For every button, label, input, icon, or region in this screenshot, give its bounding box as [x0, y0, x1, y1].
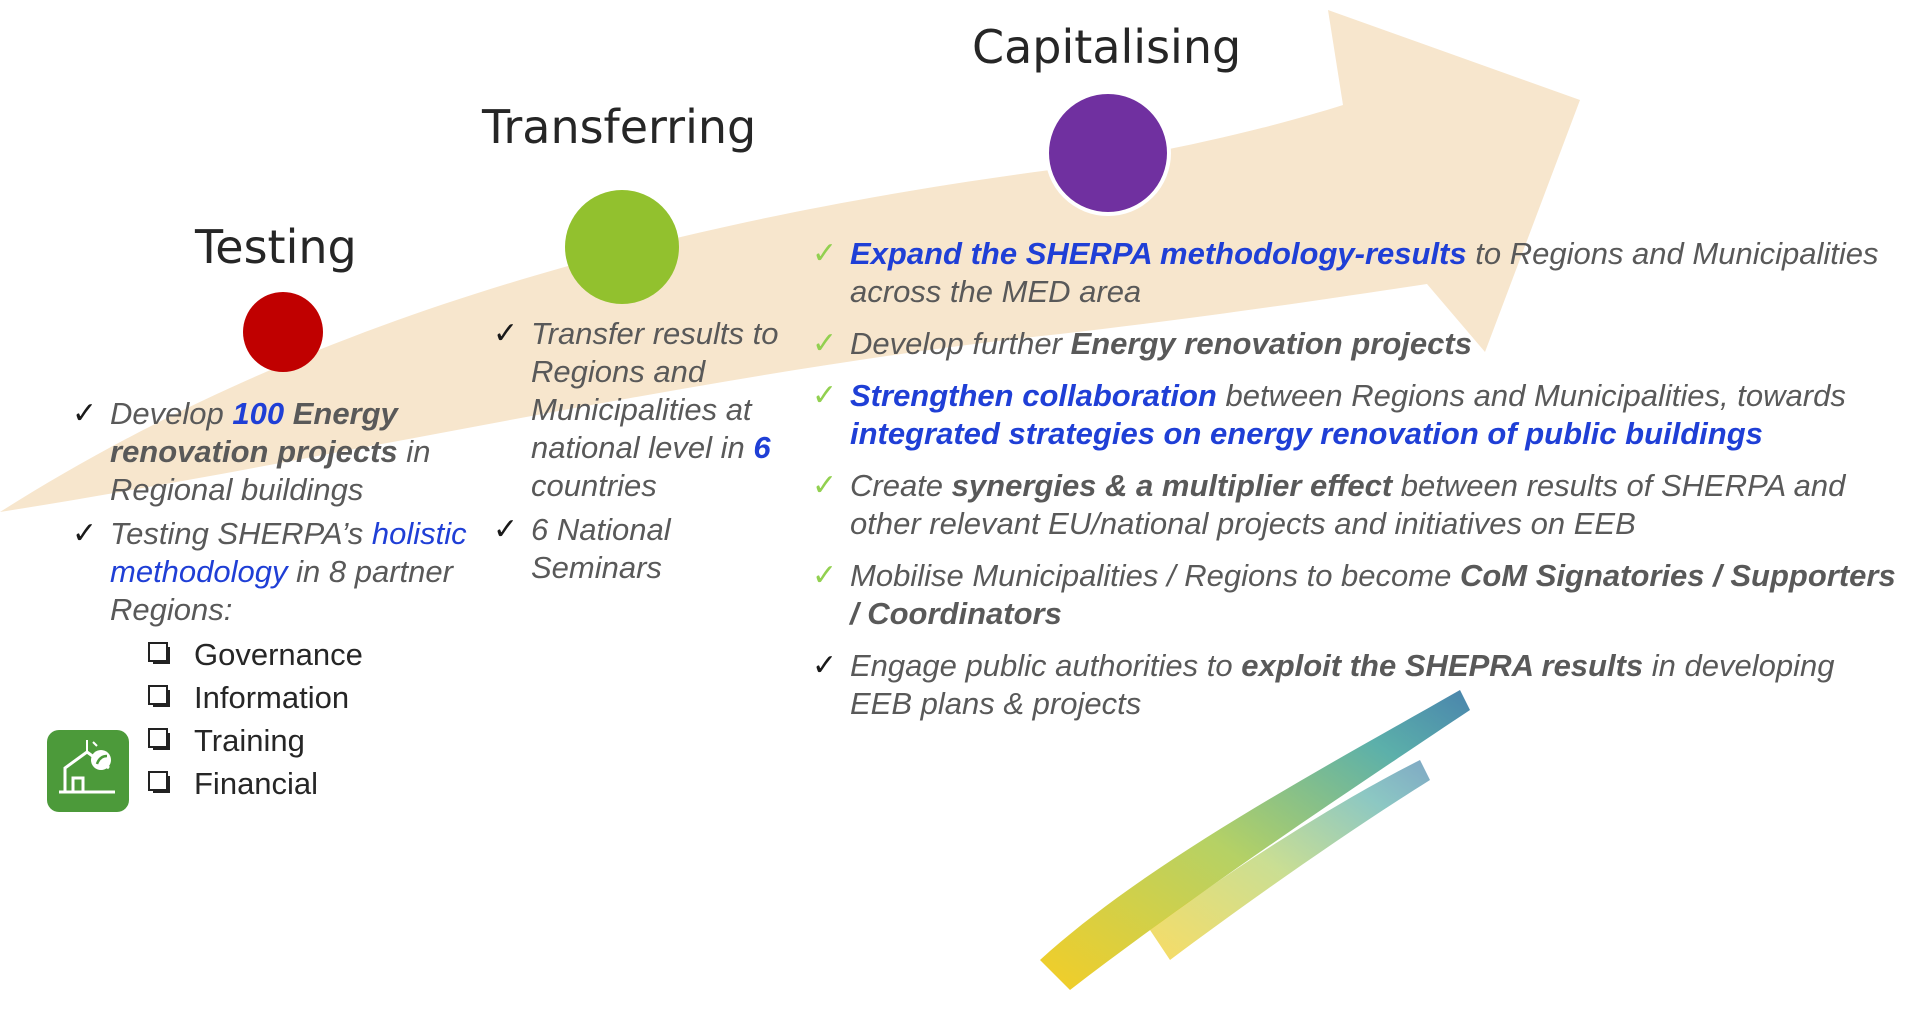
- check-icon: ✓: [812, 327, 838, 360]
- checkbox-icon: [148, 771, 170, 793]
- check-icon: ✓: [72, 397, 98, 430]
- transferring-item-1: ✓ Transfer results to Regions and Munici…: [493, 316, 779, 503]
- check-icon: ✓: [493, 513, 519, 546]
- testing-item-1: ✓ Develop 100 Energy renovation projects…: [72, 396, 431, 507]
- capitalising-list: ✓ Expand the SHERPA methodology-results …: [812, 235, 1902, 723]
- sub-item-governance: Governance: [148, 633, 492, 676]
- check-icon: ✓: [493, 317, 519, 350]
- stage-title-transferring: Transferring: [482, 100, 757, 154]
- capitalising-item-1: ✓ Expand the SHERPA methodology-results …: [812, 236, 1879, 309]
- check-icon: ✓: [812, 379, 838, 412]
- building-leaf-logo-icon: [47, 730, 129, 812]
- check-icon: ✓: [812, 237, 838, 270]
- check-icon: ✓: [812, 559, 838, 592]
- arrow-shape: [0, 10, 1580, 512]
- capitalising-dot: [1045, 90, 1171, 216]
- transferring-dot: [565, 190, 679, 304]
- checkbox-icon: [148, 685, 170, 707]
- sub-item-training: Training: [148, 719, 492, 762]
- transferring-list: ✓ Transfer results to Regions and Munici…: [493, 315, 783, 587]
- transferring-item-2: ✓ 6 National Seminars: [493, 512, 671, 585]
- testing-dot: [243, 292, 323, 372]
- check-icon: ✓: [812, 469, 838, 502]
- sub-item-information: Information: [148, 676, 492, 719]
- checkbox-icon: [148, 728, 170, 750]
- capitalising-item-4: ✓ Create synergies & a multiplier effect…: [812, 468, 1846, 541]
- capitalising-item-3: ✓ Strengthen collaboration between Regio…: [812, 378, 1846, 451]
- capitalising-item-6: ✓ Engage public authorities to exploit t…: [812, 648, 1835, 721]
- capitalising-item-2: ✓ Develop further Energy renovation proj…: [812, 326, 1472, 361]
- stage-title-capitalising: Capitalising: [972, 20, 1242, 74]
- testing-list: ✓ Develop 100 Energy renovation projects…: [72, 395, 492, 805]
- stage-title-testing: Testing: [195, 220, 357, 274]
- checkbox-icon: [148, 642, 170, 664]
- capitalising-item-5: ✓ Mobilise Municipalities / Regions to b…: [812, 558, 1896, 631]
- check-icon: ✓: [72, 517, 98, 550]
- check-icon: ✓: [812, 649, 838, 682]
- sub-item-financial: Financial: [148, 762, 492, 805]
- testing-item-2: ✓ Testing SHERPA’s holistic methodology …: [72, 516, 467, 627]
